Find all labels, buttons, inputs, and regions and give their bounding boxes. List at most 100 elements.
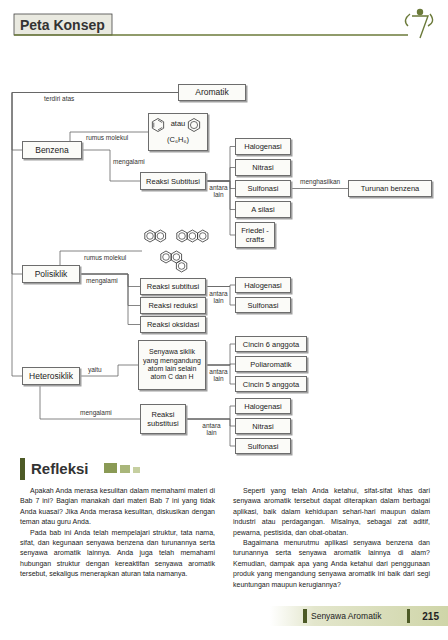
ring-circle — [179, 233, 186, 240]
ring-circle — [190, 121, 197, 128]
concept-box: Benzena — [22, 141, 82, 159]
connector — [206, 181, 235, 210]
node-text: atau — [171, 119, 186, 128]
ring-outline — [155, 230, 165, 242]
ring-circle — [178, 263, 185, 270]
ring-outline — [177, 230, 187, 242]
connector-label: antara lain — [202, 422, 221, 437]
node-text: Reaksi oksidasi — [147, 320, 199, 329]
concept-box: Turunan benzena — [348, 180, 432, 197]
ring-outline — [198, 230, 208, 242]
connector — [80, 365, 138, 376]
ornament-stroke — [412, 16, 428, 38]
node-text: A silasi — [251, 205, 274, 214]
ring-outline — [188, 119, 199, 132]
map-title: Peta Konsep — [20, 17, 105, 33]
connector — [291, 188, 348, 189]
connector-label: menghasilkan — [300, 178, 340, 185]
node-text: Aromatik — [195, 87, 229, 97]
connector — [206, 147, 235, 182]
footer-bar — [407, 609, 410, 623]
connector-label: antara lain — [209, 368, 228, 383]
paragraph: Bagaimana menurutmu aplikasi senyawa ben… — [233, 538, 430, 590]
text-column: Apakah Anda merasa kesulitan dalam memah… — [20, 486, 215, 580]
node-text: Benzena — [35, 145, 69, 155]
paragraph: Seperti yang telah Anda ketahui, sifat-s… — [233, 486, 430, 538]
double-bond — [153, 123, 154, 128]
node-text: Nitrasi — [252, 422, 273, 431]
connector — [186, 419, 235, 446]
concept-box: Cincin 6 anggota — [235, 336, 307, 352]
concept-box: Halogenasi — [235, 138, 291, 155]
concept-box: Halogenasi — [235, 277, 291, 293]
concept-box: Sulfonasi — [235, 180, 291, 197]
ring-circle — [147, 233, 154, 240]
corner-ornament — [405, 10, 432, 39]
connector — [206, 181, 235, 235]
concept-box: Heterosiklik — [22, 367, 80, 385]
text-column: Seperti yang telah Anda ketahui, sifat-s… — [233, 486, 430, 590]
ring-outline — [145, 230, 155, 242]
paragraph: Apakah Anda merasa kesulitan dalam memah… — [20, 486, 215, 528]
ring-circle — [189, 233, 196, 240]
ornament-dot — [418, 10, 423, 15]
node-text: Cincin 5 anggota — [243, 380, 299, 389]
node-text: Halogenasi — [244, 281, 282, 290]
heading-square — [104, 463, 117, 473]
concept-box: Nitrasi — [235, 159, 291, 176]
node-text: Senyawa siklik yang mengandung atom lain… — [142, 348, 202, 382]
node-text: Polisiklik — [35, 269, 68, 279]
node-text: Sulfonasi — [248, 301, 279, 310]
double-bond — [158, 120, 162, 122]
ring-outline — [152, 119, 163, 132]
connector-label: antara lain — [209, 184, 228, 199]
title-rule — [14, 34, 408, 36]
connector-label: rumus molekul — [84, 254, 126, 261]
node-text: Reaksi subtitusi — [147, 282, 200, 291]
node-text: Turunan benzena — [361, 184, 420, 193]
node-text: Nitrasi — [252, 163, 273, 172]
footer-bar — [303, 609, 307, 623]
connector — [80, 274, 140, 325]
polycyclic-structures — [145, 230, 208, 272]
connector-label: mengalami — [113, 158, 145, 165]
node-text: Halogenasi — [244, 402, 282, 411]
section-heading: Refleksi — [20, 458, 100, 480]
connector-label: rumus molekul — [86, 134, 128, 141]
ring-outline — [161, 251, 171, 263]
concept-box: Reaksi Subtitusi — [140, 172, 206, 190]
concept-box: Nitrasi — [235, 418, 291, 434]
concept-box: Sulfonasi — [235, 297, 291, 313]
node-text: Poliaromatik — [250, 360, 291, 369]
node-text: Refleksi — [31, 460, 89, 478]
node-text: Sulfonasi — [248, 184, 279, 193]
formula-box: atau (C₆H₆) — [148, 113, 208, 151]
double-bond — [158, 127, 162, 129]
connector — [206, 344, 235, 365]
title-band — [14, 14, 112, 35]
concept-box: Poliaromatik — [235, 356, 307, 372]
connector-label: terdiri atas — [44, 95, 74, 102]
connector-label: antara lain — [209, 290, 228, 305]
concept-box: Sulfonasi — [235, 438, 291, 454]
concept-box: Aromatik — [178, 84, 246, 101]
concept-box: Halogenasi — [235, 398, 291, 414]
connector — [82, 150, 140, 181]
connector — [206, 168, 235, 182]
concept-box: A silasi — [235, 201, 291, 218]
ring-circle — [157, 233, 164, 240]
heading-square — [120, 465, 130, 473]
connector-label: mengalami — [80, 409, 112, 416]
ornament-stroke — [428, 14, 433, 26]
node-text: Reaksi substitusi — [144, 410, 182, 428]
heading-square — [133, 467, 140, 473]
node-text: (C₆H₆) — [167, 135, 189, 144]
connector — [206, 287, 235, 306]
page-number: 215 — [422, 611, 439, 622]
connector-label: yaitu — [88, 366, 102, 373]
node-text: Friedel -crafts — [239, 226, 271, 244]
connector — [186, 406, 235, 419]
node-text: Reaksi reduksi — [148, 301, 197, 310]
concept-box: Polisiklik — [22, 265, 80, 283]
connector — [40, 385, 140, 419]
